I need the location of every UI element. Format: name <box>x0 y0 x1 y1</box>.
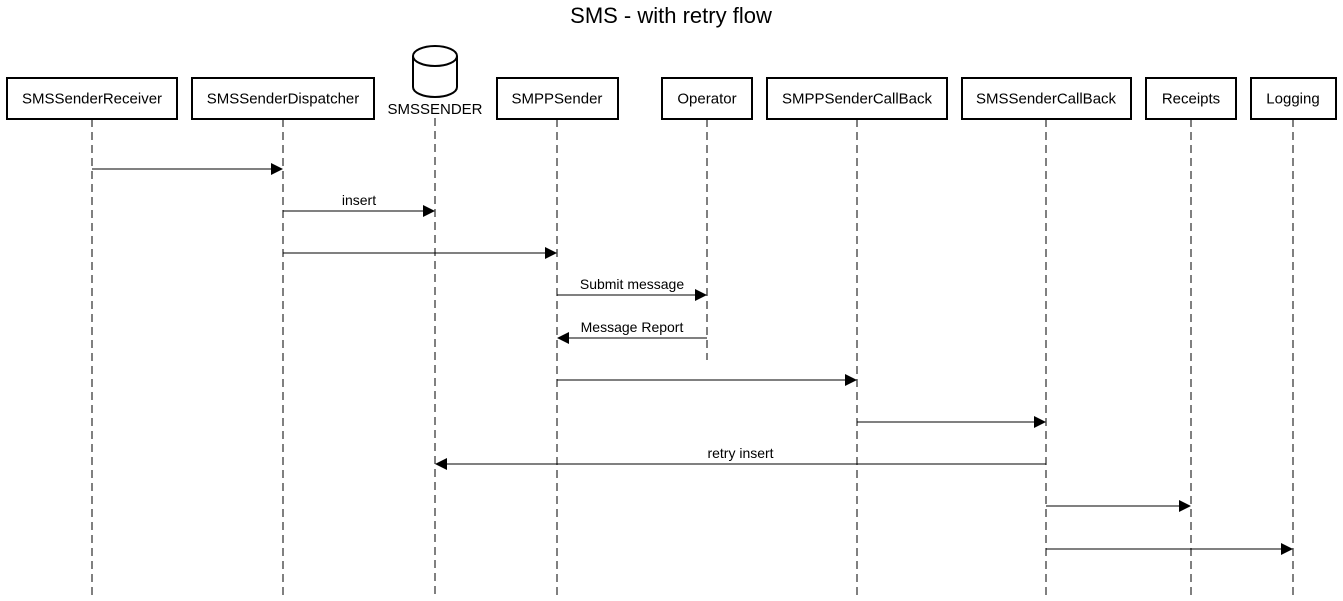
participant-dispatcher: SMSSenderDispatcher <box>191 77 375 120</box>
message-1 <box>92 163 283 175</box>
participant-logging: Logging <box>1250 77 1337 120</box>
participant-label: SMPPSenderCallBack <box>782 91 933 108</box>
message-label: insert <box>342 192 376 208</box>
participant-box <box>661 77 753 120</box>
participant-label: SMSSenderDispatcher <box>207 91 360 108</box>
participant-box <box>191 77 375 120</box>
participant-box <box>6 77 178 120</box>
arrowhead-icon <box>423 205 435 217</box>
message-9 <box>1046 500 1191 512</box>
message-label: Message Report <box>581 319 684 335</box>
arrowhead-icon <box>271 163 283 175</box>
database-icon <box>412 56 458 98</box>
message-2: insert <box>283 192 435 217</box>
participant-label: SMSSenderReceiver <box>22 91 162 108</box>
arrowhead-icon <box>557 332 569 344</box>
participant-smpp: SMPPSender <box>496 77 619 120</box>
message-label: Submit message <box>580 276 684 292</box>
message-5: Message Report <box>557 319 707 344</box>
participant-box <box>961 77 1132 120</box>
message-3 <box>283 247 557 259</box>
arrowhead-icon <box>1179 500 1191 512</box>
message-10 <box>1046 543 1293 555</box>
lifelines-layer <box>91 118 1294 596</box>
arrowhead-icon <box>1281 543 1293 555</box>
participant-label: Logging <box>1266 91 1319 108</box>
participant-label: Operator <box>677 91 736 108</box>
arrowhead-icon <box>1034 416 1046 428</box>
arrowhead-icon <box>845 374 857 386</box>
participant-label: Receipts <box>1162 91 1220 108</box>
participant-box <box>1145 77 1237 120</box>
participant-db: SMSSENDER <box>387 45 483 118</box>
participant-smscb: SMSSenderCallBack <box>961 77 1132 120</box>
participant-box <box>496 77 619 120</box>
participant-box <box>1250 77 1337 120</box>
participant-smppcb: SMPPSenderCallBack <box>766 77 948 120</box>
arrowhead-icon <box>545 247 557 259</box>
participant-label: SMSSENDER <box>387 101 482 118</box>
participant-label: SMSSenderCallBack <box>976 91 1117 108</box>
database-top <box>412 45 458 67</box>
message-label: retry insert <box>707 445 773 461</box>
diagram-title: SMS - with retry flow <box>570 3 772 28</box>
participant-label: SMPPSender <box>512 91 603 108</box>
message-6 <box>557 374 857 386</box>
message-8: retry insert <box>435 445 1046 470</box>
arrowhead-icon <box>435 458 447 470</box>
participant-box <box>766 77 948 120</box>
arrowhead-icon <box>695 289 707 301</box>
participant-receiver: SMSSenderReceiver <box>6 77 178 120</box>
participant-operator: Operator <box>661 77 753 120</box>
message-4: Submit message <box>557 276 707 301</box>
participant-receipts: Receipts <box>1145 77 1237 120</box>
message-7 <box>857 416 1046 428</box>
